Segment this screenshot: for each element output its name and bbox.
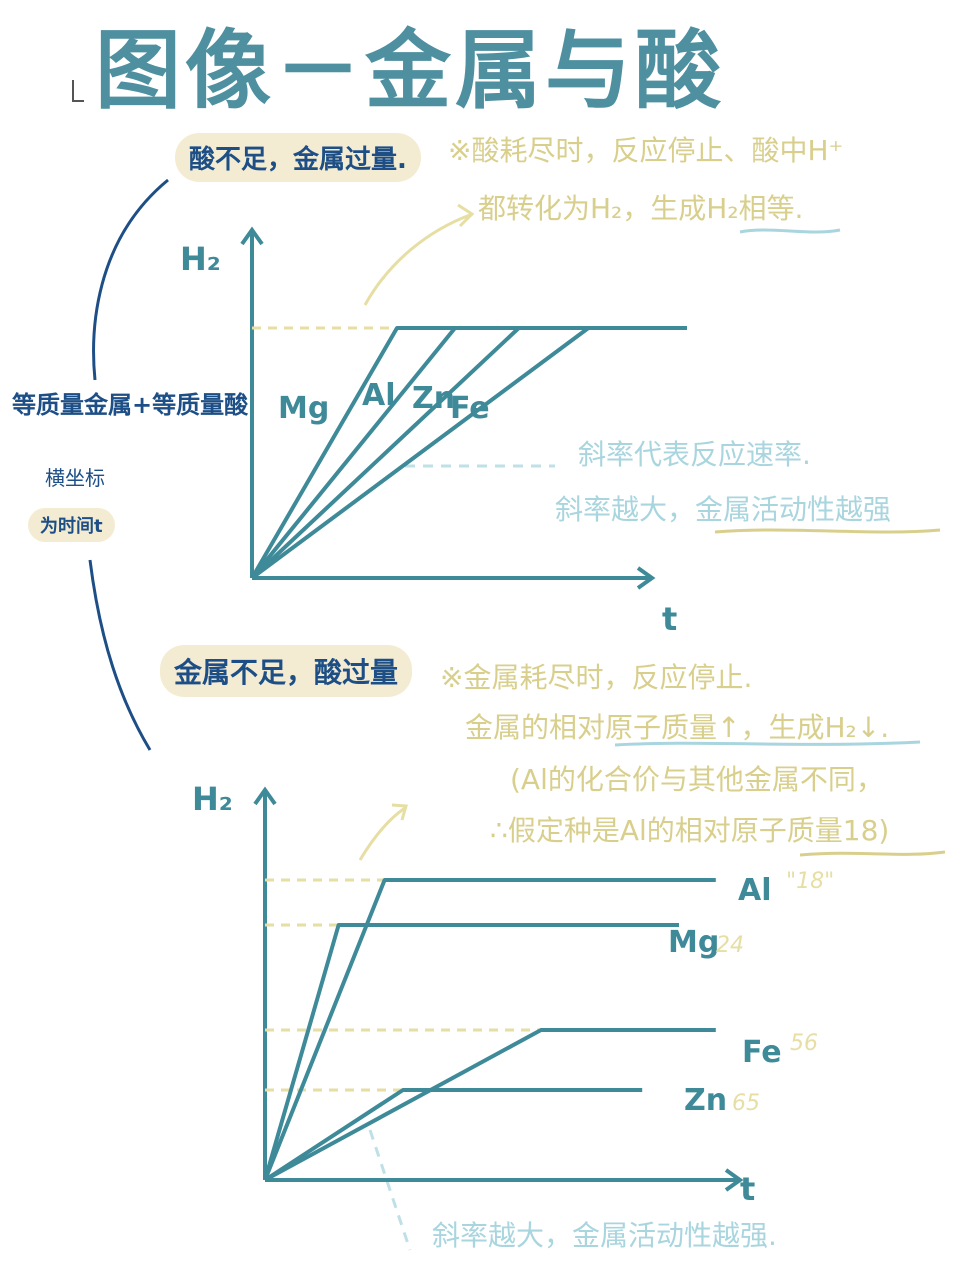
y-axis-arrow	[253, 786, 277, 806]
series-label-fe: Fe	[450, 391, 490, 426]
series-line-fe	[264, 1028, 716, 1182]
slope-note-2: 斜率越大，金属活动性越强	[555, 493, 892, 526]
series-label-zn: Zn	[684, 1083, 727, 1118]
x-axis-label: t	[740, 1170, 755, 1208]
series-mass-zn: 65	[732, 1091, 760, 1116]
x-axis-arrow	[636, 566, 656, 590]
y-axis-arrow	[240, 226, 264, 246]
series-label-zn: Zn	[412, 381, 455, 416]
y-axis-label: H₂	[180, 240, 221, 278]
series-line-mg	[263, 923, 679, 1181]
series-mass-fe: 56	[790, 1031, 818, 1056]
series-line-fe	[250, 326, 687, 580]
series-mass-mg: 24	[716, 933, 744, 958]
main-label: 等质量金属+等质量酸	[12, 391, 249, 419]
series-label-mg: Mg	[668, 925, 719, 960]
corner-mark	[72, 80, 84, 102]
axis-note-2: 为时间t	[28, 508, 115, 542]
series-line-zn	[263, 1088, 643, 1182]
bottom-note-3: (Al的化合价与其他金属不同，	[510, 763, 884, 796]
x-axis-label: t	[662, 600, 677, 638]
series-label-mg: Mg	[278, 391, 329, 426]
bottom-note-2: 金属的相对原子质量↑，生成H₂↓.	[465, 711, 890, 744]
y-axis-label: H₂	[192, 780, 233, 818]
slope-note-1: 斜率代表反应速率.	[578, 438, 811, 471]
axis-note-1: 横坐标	[45, 466, 105, 490]
x-axis-arrow	[724, 1168, 744, 1192]
bottom-note-4: ∴假定种是Al的相对原子质量18)	[490, 814, 890, 847]
page-title: 图像－金属与酸	[95, 21, 725, 121]
bottom-heading: 金属不足，酸过量	[160, 645, 413, 697]
series-line-al	[263, 878, 716, 1181]
top-heading: 酸不足，金属过量.	[175, 133, 421, 182]
series-mass-al: "18"	[786, 869, 834, 894]
bottom-slope-note: 斜率越大，金属活动性越强.	[432, 1219, 777, 1252]
top-note-2: 都转化为H₂，生成H₂相等.	[478, 192, 804, 225]
bottom-note-1: ※金属耗尽时，反应停止.	[440, 661, 753, 694]
series-label-al: Al	[362, 378, 396, 413]
series-label-al: Al	[738, 873, 772, 908]
series-label-fe: Fe	[742, 1035, 782, 1070]
top-note-1: ※酸耗尽时，反应停止、酸中H⁺	[448, 134, 844, 167]
